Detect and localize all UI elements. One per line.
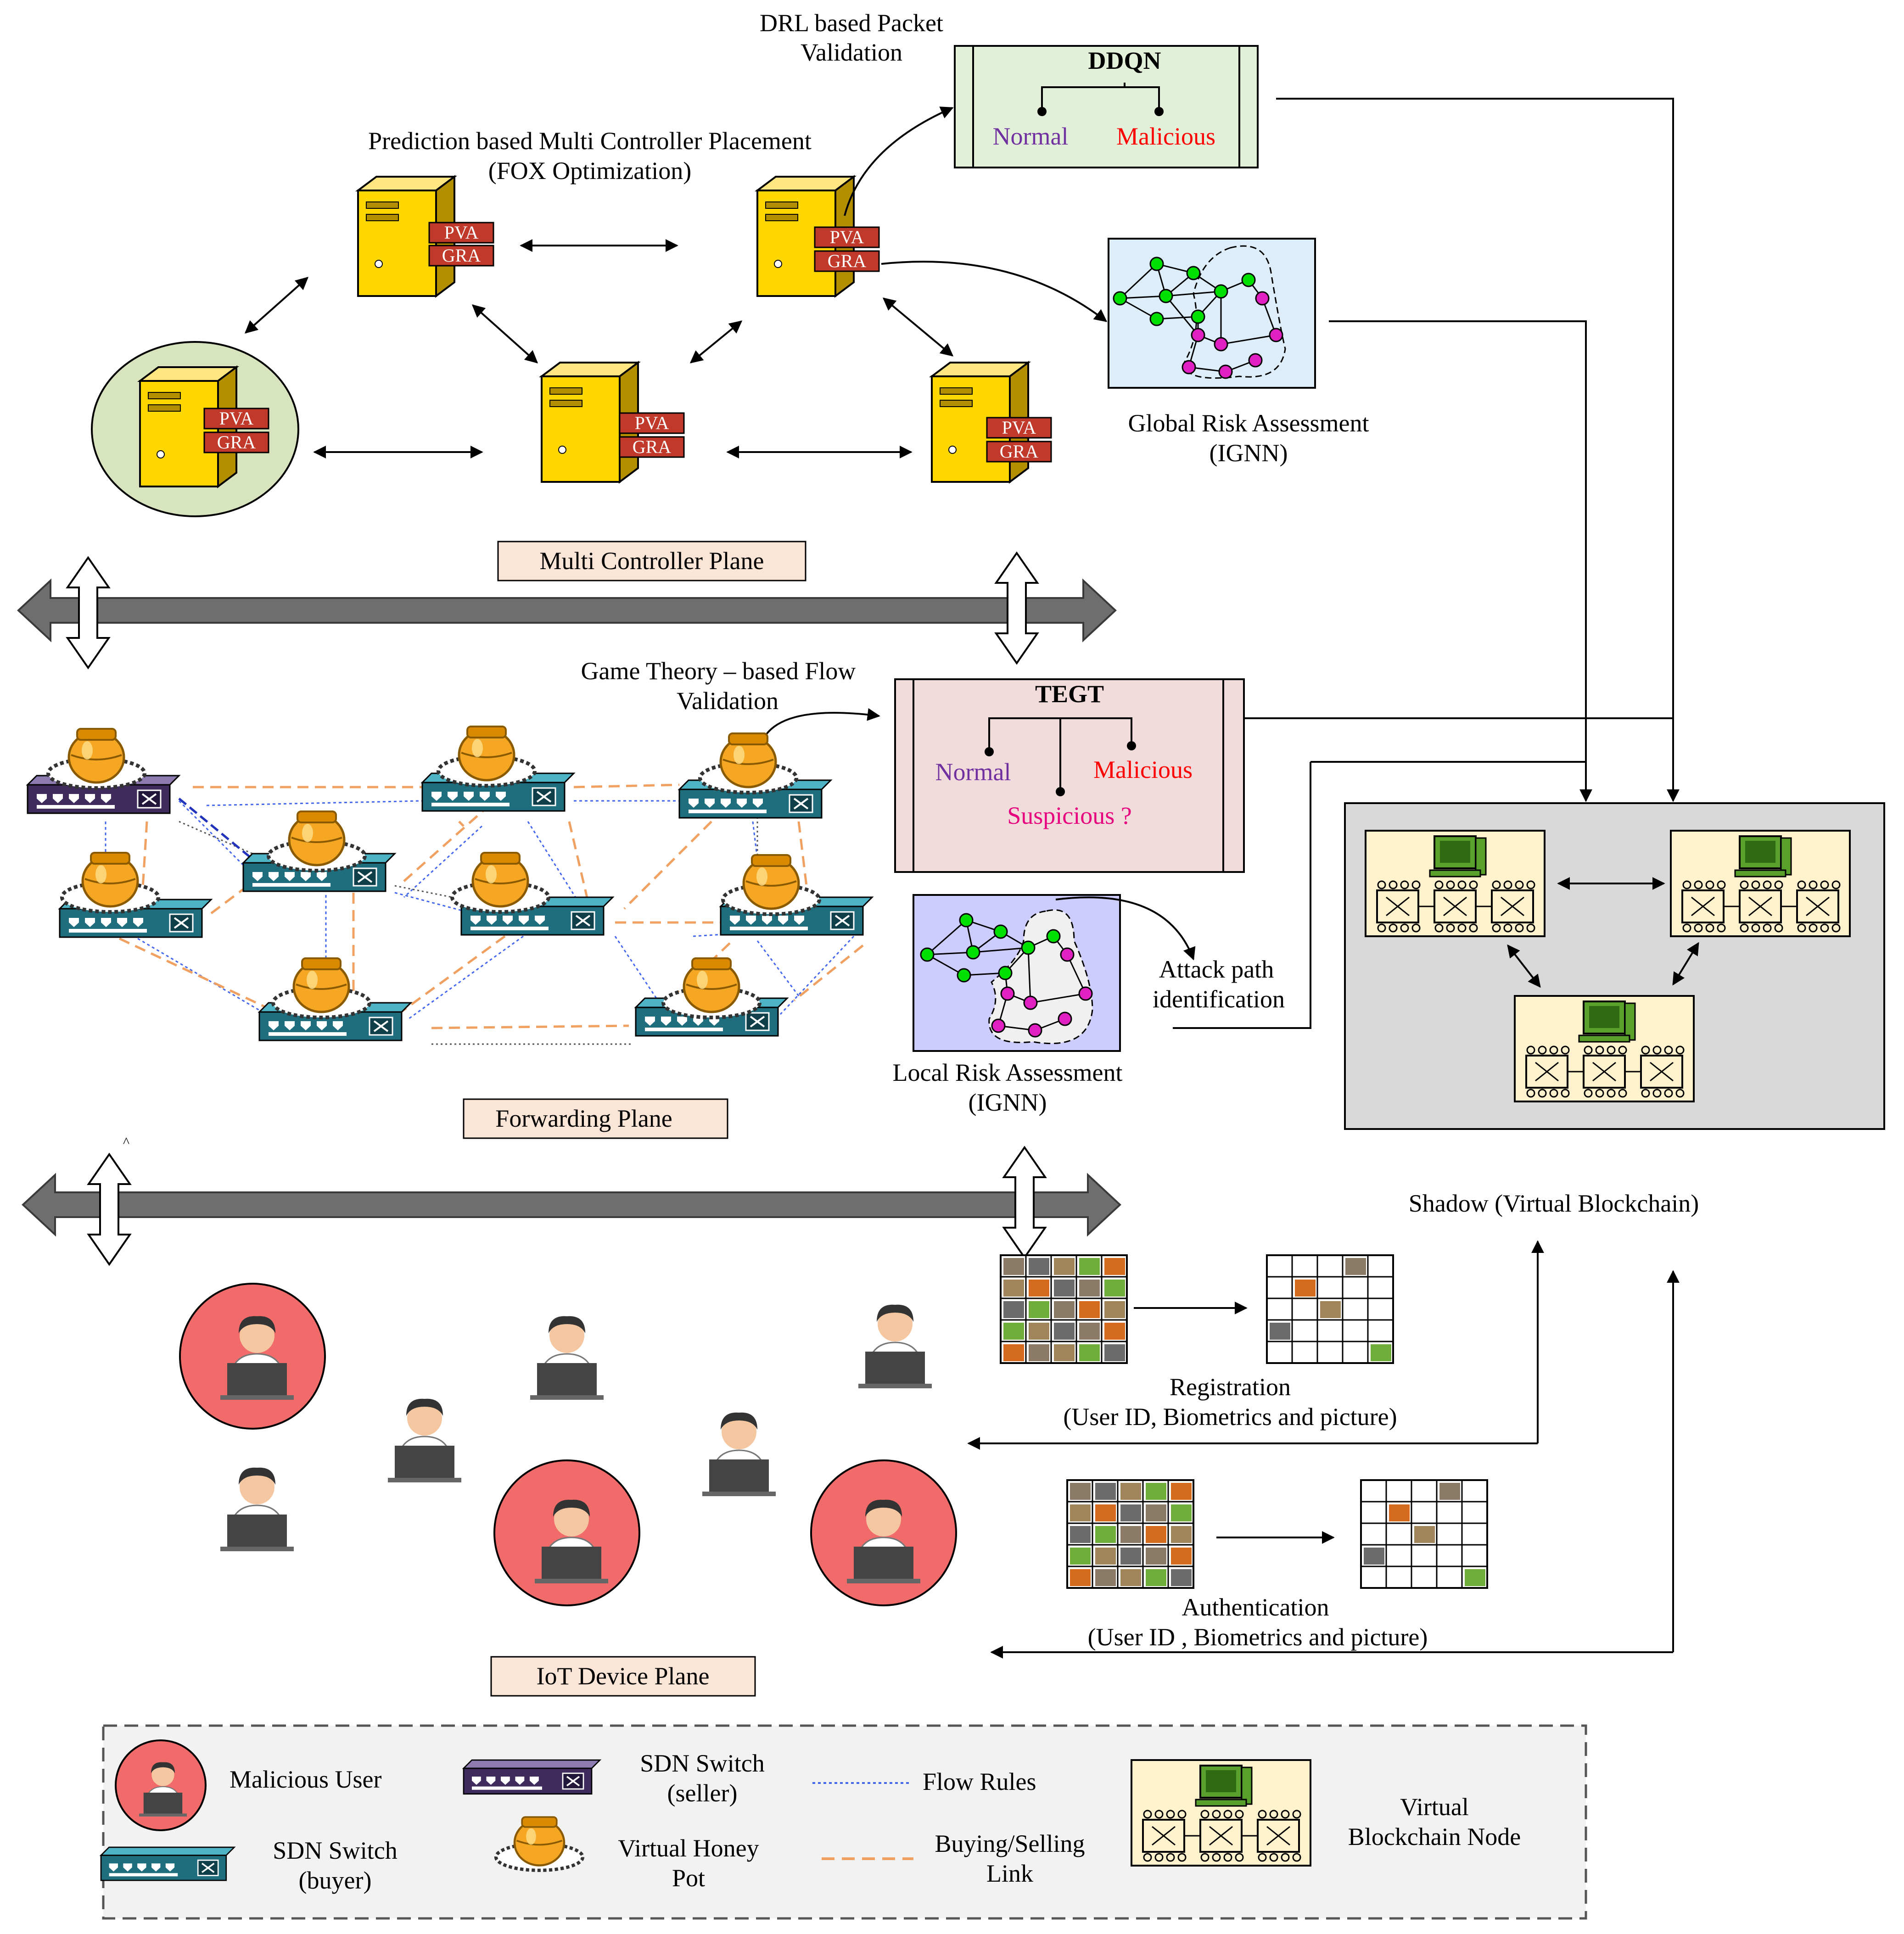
blockchain-links (1507, 877, 1699, 988)
legend-flow-rules: Flow Rules (923, 1768, 1036, 1795)
global-risk-label-line2: (IGNN) (1210, 439, 1288, 467)
legend-switch-seller-icon (463, 1759, 601, 1795)
user-3 (387, 1398, 462, 1483)
fox-title: Prediction based Multi Controller Placem… (368, 127, 812, 155)
tegt-box: TEGT Normal Malicious Suspicious ? (894, 678, 1245, 873)
tegt-title: TEGT (1035, 680, 1104, 708)
shadow-label: Shadow (Virtual Blockchain) (1409, 1190, 1699, 1217)
honey-pot (663, 958, 760, 1017)
blockchain-node-1 (1365, 830, 1546, 937)
local-risk-graph (913, 894, 1121, 1052)
game-title: Game Theory – based Flow (581, 657, 856, 685)
connector-lines (1173, 98, 1680, 1029)
ddqn-box: DDQN Normal Malicious (954, 45, 1259, 168)
legend-switch-buyer-line2: (buyer) (299, 1867, 372, 1894)
honey-pot (273, 958, 370, 1017)
legend-switch-seller-line2: (seller) (667, 1779, 738, 1807)
tegt-suspicious: Suspicious ? (1007, 802, 1132, 829)
user-2 (857, 1304, 933, 1389)
legend-blockchain-node: Virtual (1400, 1793, 1469, 1821)
svg-text:GRA: GRA (442, 245, 481, 266)
controller-1: PVA GRA (357, 176, 494, 297)
controller-links (244, 239, 954, 458)
forwarding-plane-label: Forwarding Plane (495, 1105, 672, 1132)
forwarding-plane-box (463, 1098, 728, 1139)
registration-label: Registration (1170, 1373, 1291, 1401)
svg-text:PVA: PVA (635, 413, 669, 433)
honey-pot (452, 853, 549, 912)
legend-switch-seller: SDN Switch (640, 1750, 765, 1777)
svg-text:PVA: PVA (444, 222, 479, 243)
legend-honey-pot: Virtual Honey (618, 1834, 759, 1862)
tegt-normal: Normal (935, 758, 1011, 786)
legend-honey-pot-line2: Pot (672, 1864, 705, 1892)
honey-pot (269, 811, 365, 871)
legend-switch-buyer: SDN Switch (273, 1837, 398, 1864)
legend-malicious-user: Malicious User (230, 1766, 381, 1793)
plane-separator-2 (22, 1146, 1121, 1265)
svg-text:GRA: GRA (217, 432, 256, 453)
blockchain-node-2 (1670, 830, 1851, 937)
ddqn-normal: Normal (993, 123, 1069, 150)
svg-text:GRA: GRA (1000, 441, 1039, 462)
user-5 (219, 1467, 295, 1552)
local-risk-label-line2: (IGNN) (969, 1089, 1047, 1116)
user-4 (701, 1412, 777, 1497)
iot-plane-box (490, 1656, 756, 1697)
fox-title-line2: (FOX Optimization) (488, 157, 691, 184)
drl-curve (844, 106, 954, 216)
controller-4: PVA GRA (541, 362, 685, 483)
registration-selected-grid (1266, 1254, 1394, 1364)
legend-blockchain-node-icon (1131, 1759, 1311, 1867)
legend-buying-link-line2: Link (986, 1860, 1033, 1887)
legend: Malicious User SDN Switch (seller) Flow … (100, 1724, 1587, 1920)
authentication-photo-grid (1066, 1479, 1194, 1589)
honey-pot (438, 727, 535, 786)
svg-text:PVA: PVA (1002, 417, 1036, 438)
controller-2: PVA GRA (756, 176, 880, 297)
honey-pot (48, 729, 145, 788)
game-title-line2: Validation (677, 687, 778, 715)
global-risk-label: Global Risk Assessment (1128, 409, 1369, 437)
svg-text:GRA: GRA (633, 436, 672, 457)
authentication-selected-grid (1360, 1479, 1488, 1589)
blockchain-node-3 (1514, 995, 1695, 1102)
local-risk-label: Local Risk Assessment (893, 1059, 1123, 1086)
buying-selling-links (118, 783, 864, 1029)
drl-title: DRL based Packet (760, 9, 943, 37)
svg-text:PVA: PVA (830, 227, 864, 247)
attack-path-label-line2: identification (1153, 985, 1285, 1013)
attack-path-label: Attack path (1159, 956, 1274, 983)
legend-buying-link: Buying/Selling (935, 1830, 1085, 1857)
controller-3: PVA GRA (139, 366, 269, 487)
stray-caret: ^ (123, 1135, 129, 1150)
controller-5: PVA GRA (931, 362, 1052, 483)
legend-blockchain-node-line2: Blockchain Node (1348, 1823, 1521, 1850)
attack-path-curve (1055, 896, 1196, 961)
svg-text:GRA: GRA (828, 251, 867, 271)
iot-plane-label: IoT Device Plane (537, 1662, 710, 1690)
ddqn-title: DDQN (1088, 47, 1161, 74)
controller-plane-label: Multi Controller Plane (540, 547, 764, 575)
legend-switch-buyer-icon (100, 1846, 235, 1881)
drl-title-line2: Validation (801, 39, 902, 66)
registration-label-line2: (User ID, Biometrics and picture) (1063, 1403, 1397, 1431)
authentication-label-line2: (User ID , Biometrics and picture) (1088, 1623, 1428, 1651)
authentication-label: Authentication (1182, 1593, 1329, 1621)
global-risk-graph (1108, 238, 1316, 389)
registration-photo-grid (1000, 1254, 1128, 1364)
user-1 (529, 1315, 605, 1401)
global-risk-curve (881, 261, 1108, 322)
controller-plane-box (497, 541, 806, 581)
svg-text:PVA: PVA (219, 408, 254, 429)
auth-connectors (967, 1240, 1680, 1659)
honey-pot (700, 733, 796, 793)
game-curve (759, 708, 880, 749)
ddqn-malicious: Malicious (1116, 123, 1215, 150)
tegt-malicious: Malicious (1093, 756, 1193, 783)
blue-dash-link (178, 798, 258, 864)
